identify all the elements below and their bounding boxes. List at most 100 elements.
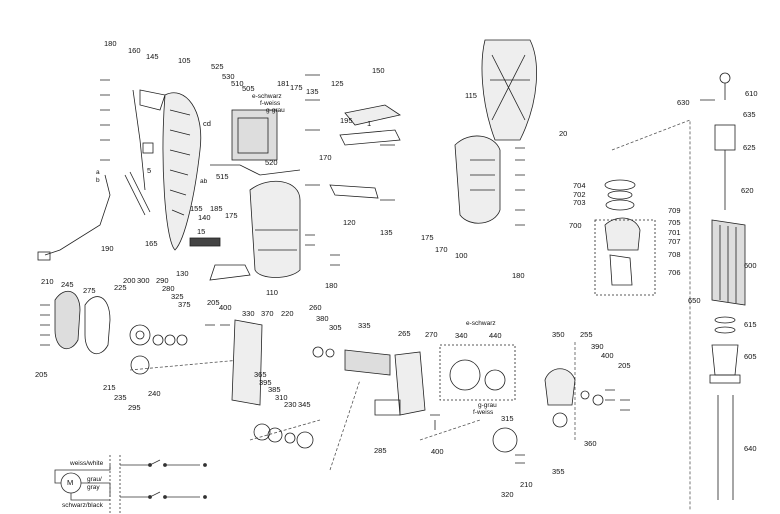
label-390: 390 [591, 342, 604, 351]
label-330: 330 [242, 309, 255, 318]
label-165: 165 [145, 239, 158, 248]
label-235: 235 [114, 393, 127, 402]
label-145: 145 [146, 52, 159, 61]
part-704 [604, 179, 636, 191]
label-610: 610 [745, 89, 758, 98]
dashed-guide-right [611, 119, 691, 510]
label-510: 510 [231, 79, 244, 88]
part-15 [189, 237, 221, 247]
label-115: 115 [465, 91, 477, 100]
plug [37, 251, 51, 261]
label-190: 190 [101, 244, 114, 253]
label-245: 245 [61, 280, 74, 289]
label-375: 375 [178, 300, 191, 309]
label-120: 120 [343, 218, 356, 227]
part-265 [394, 351, 426, 416]
part-350 [544, 368, 576, 406]
label-265: 265 [398, 329, 411, 338]
label-400c: 400 [431, 447, 444, 456]
label-205b: 205 [618, 361, 631, 370]
label-140: 140 [198, 213, 211, 222]
label-175: 175 [290, 83, 303, 92]
wiring-diagram [54, 455, 207, 514]
part-285 [374, 399, 401, 416]
part-701 [604, 217, 641, 251]
label-704: 704 [573, 181, 586, 190]
label-625: 625 [743, 143, 756, 152]
label-175b: 175 [225, 211, 238, 220]
part-290 [129, 324, 151, 346]
label-315: 315 [501, 414, 514, 423]
label-160: 160 [128, 46, 141, 55]
part-345 [296, 431, 314, 449]
label-400: 400 [219, 303, 232, 312]
label-255: 255 [580, 330, 593, 339]
part-440 [484, 369, 506, 391]
label-340: 340 [455, 331, 468, 340]
label-230: 230 [284, 400, 297, 409]
label-240: 240 [148, 389, 161, 398]
label-155: 155 [190, 204, 203, 213]
label-320: 320 [501, 490, 514, 499]
label-520: 520 [265, 158, 278, 167]
part-150 [344, 104, 402, 126]
label-220: 220 [281, 309, 294, 318]
part-330 [231, 319, 263, 406]
label-395: 395 [259, 378, 272, 387]
label-195: 195 [340, 116, 353, 125]
label-707: 707 [668, 237, 681, 246]
label-370: 370 [261, 309, 274, 318]
part-355 [552, 412, 568, 428]
screws [40, 74, 630, 464]
label-400b: 400 [601, 351, 614, 360]
part-245 [54, 290, 81, 350]
label-640: 640 [744, 444, 757, 453]
label-185: 185 [210, 204, 223, 213]
part-130 [209, 264, 251, 281]
label-355: 355 [552, 467, 565, 476]
label-125: 125 [331, 79, 344, 88]
label-310: 310 [275, 393, 288, 402]
label-525: 525 [211, 62, 224, 71]
label-20: 20 [559, 129, 568, 138]
label-440: 440 [489, 331, 502, 340]
label-290: 290 [156, 276, 169, 285]
label-630: 630 [677, 98, 690, 107]
part-5 [142, 142, 154, 154]
wire-label-grau: grau/ [87, 476, 102, 483]
label-295: 295 [128, 403, 141, 412]
label-ab: ab [200, 178, 208, 185]
label-175c: 175 [421, 233, 434, 242]
motor-label: M [67, 478, 74, 487]
part-625 [714, 124, 736, 151]
part-515 [210, 164, 301, 176]
label-380: 380 [316, 314, 329, 323]
label-110: 110 [266, 288, 278, 297]
label-600: 600 [744, 261, 757, 270]
part-520-electronics [231, 109, 278, 161]
label-385: 385 [268, 385, 281, 394]
part-115 [481, 39, 537, 141]
label-100: 100 [455, 251, 468, 260]
part-615 [714, 316, 736, 324]
part-105 [162, 92, 202, 251]
label-270: 270 [425, 330, 438, 339]
label-300: 300 [137, 276, 150, 285]
label-180b: 180 [325, 281, 338, 290]
label-225: 225 [114, 283, 127, 292]
label-181: 181 [277, 79, 290, 88]
label-g-grau-b: g-grau [478, 402, 497, 409]
part-335 [344, 349, 391, 376]
label-285: 285 [374, 446, 387, 455]
label-703: 703 [573, 198, 586, 207]
label-205c: 205 [35, 370, 48, 379]
label-e-schwarz-b: e-schwarz [466, 320, 496, 327]
label-615: 615 [744, 320, 757, 329]
label-a: a [96, 169, 100, 176]
label-345: 345 [298, 400, 311, 409]
label-e-schwarz: e-schwarz [252, 93, 282, 100]
label-150: 150 [372, 66, 385, 75]
label-280: 280 [162, 284, 175, 293]
part-165 [124, 171, 151, 216]
